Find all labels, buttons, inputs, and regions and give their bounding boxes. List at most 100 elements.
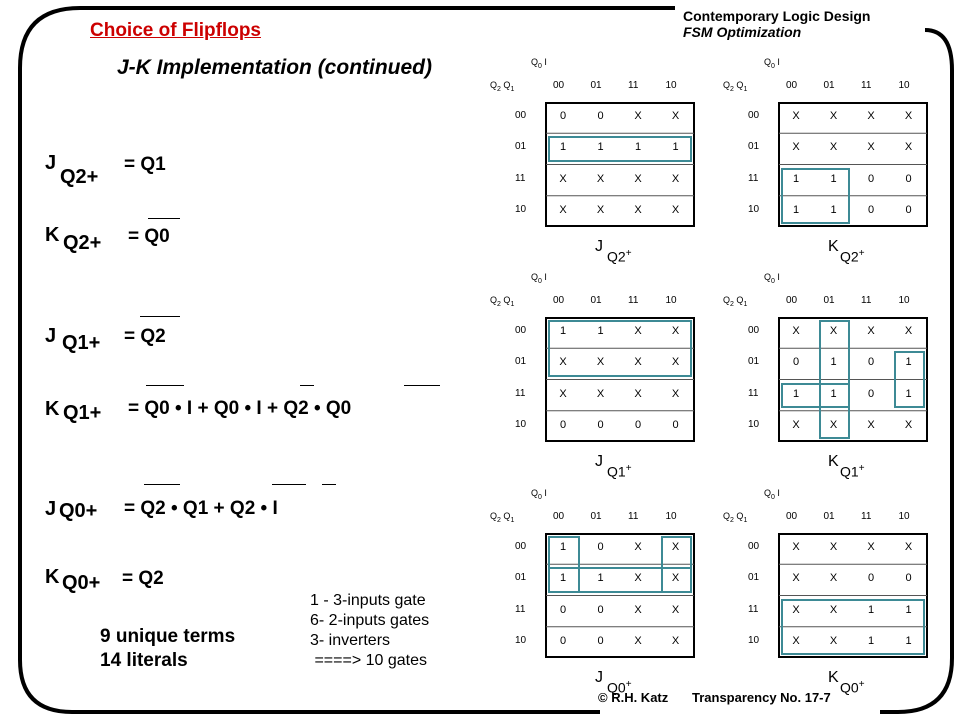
q1-subscript: 1 <box>743 85 748 93</box>
q2-subscript: 2 <box>497 85 501 93</box>
kmap-caption-subscript: Q0+ <box>840 679 865 696</box>
column-header: 10 <box>898 511 910 522</box>
row-header: 00 <box>515 110 527 121</box>
kmap-cell: 0 <box>597 418 604 431</box>
input-label: I <box>774 57 780 67</box>
column-header: 00 <box>553 80 565 91</box>
row-header: 01 <box>515 572 527 584</box>
q0-label: Q0 I <box>764 57 780 70</box>
kmap-cell: 0 <box>792 356 800 369</box>
q1-label: Q <box>500 295 511 305</box>
kmap-cell: 0 <box>559 634 567 647</box>
kmap-cell: X <box>792 418 800 431</box>
kmap-cell: 1 <box>559 541 567 553</box>
kmap-cell: 0 <box>597 541 604 553</box>
q0-subscript: 0 <box>538 493 542 501</box>
equation-subscript: Q0+ <box>62 572 101 594</box>
kmap-group-loop <box>781 167 850 224</box>
input-label: I <box>774 272 780 282</box>
column-header: 01 <box>590 511 602 522</box>
kmap-grid <box>545 317 695 442</box>
input-label: I <box>541 272 547 282</box>
kmap-cell: 0 <box>867 387 875 400</box>
row-header: 10 <box>515 203 527 215</box>
kmap-caption-subscript: Q2+ <box>840 248 865 265</box>
kmap-cell: X <box>634 325 642 337</box>
kmap-cell: X <box>596 172 605 185</box>
kmap-cell: X <box>792 634 800 647</box>
equation-rhs: = Q2 <box>122 568 164 589</box>
kmap-group-loop <box>818 320 850 439</box>
kmap-cell: X <box>792 572 800 585</box>
kmap-cell: X <box>671 203 680 216</box>
q1-subscript: 1 <box>510 85 515 93</box>
column-header: 00 <box>786 511 798 522</box>
kmap-caption-letter: K <box>828 238 839 255</box>
q0-label: Q0 I <box>764 488 780 501</box>
kmap-cell: X <box>792 141 800 154</box>
column-header: 11 <box>628 80 639 91</box>
q1-label: Q <box>500 511 511 521</box>
row-header: 01 <box>515 356 527 368</box>
kmap-cell: 1 <box>830 356 837 369</box>
row-header: 11 <box>515 387 526 399</box>
row-header: 00 <box>515 541 527 552</box>
kmap-cell: X <box>829 141 838 154</box>
kmap-cell: 1 <box>792 203 800 216</box>
kmap-caption-subscript: Q0+ <box>607 679 632 696</box>
kmap-cell: X <box>671 110 680 122</box>
kmap-cell: X <box>829 541 838 553</box>
kmap-caption-letter: J <box>595 453 603 470</box>
column-header: 01 <box>823 511 835 522</box>
q0-label: Q0 I <box>531 57 547 70</box>
q1-label: Q <box>733 511 744 521</box>
kmap-cell: 1 <box>559 325 567 337</box>
column-header: 01 <box>823 80 835 91</box>
section-title-link[interactable]: Choice of Flipflops <box>90 20 261 41</box>
kmap-cell: 1 <box>597 325 604 337</box>
equation-rhs: = Q0 • I + Q0 • I + Q2 • Q0 <box>128 398 352 419</box>
q0-subscript: 0 <box>538 62 542 70</box>
row-header: 11 <box>748 172 759 184</box>
column-header: 00 <box>553 511 565 522</box>
kmap-caption-superscript: + <box>625 679 632 690</box>
column-header: 10 <box>898 295 910 306</box>
kmap-cell: X <box>829 110 838 122</box>
slide-subtitle: J-K Implementation (continued) <box>117 56 432 79</box>
kmap-cell: X <box>867 110 875 122</box>
kmap-cell: X <box>904 141 913 154</box>
equation-subscript: Q0+ <box>59 500 98 522</box>
kmap-grid <box>545 533 695 658</box>
q1-subscript: 1 <box>510 516 515 524</box>
kmap-cell: 0 <box>672 418 679 431</box>
kmap-cell: X <box>829 325 838 337</box>
q0-subscript: 0 <box>771 493 775 501</box>
q1-label: Q <box>500 80 511 90</box>
column-header: 01 <box>590 80 602 91</box>
kmap-caption-superscript: + <box>858 679 865 690</box>
kmap-grid <box>778 102 928 227</box>
q0-label: Q0 I <box>531 272 547 285</box>
equation-letter: J <box>45 498 57 520</box>
equation-rhs: = Q2 <box>124 326 166 347</box>
kmap-cell: X <box>634 572 642 585</box>
column-header: 00 <box>786 295 798 306</box>
kmap-cell: X <box>829 634 838 647</box>
kmap-cell: X <box>671 325 680 337</box>
kmap-cell: X <box>792 603 800 616</box>
kmap-cell: 1 <box>634 141 642 154</box>
footer-copyright: © R.H. Katz <box>598 690 669 705</box>
kmap-cell: X <box>596 387 605 400</box>
complement-bar <box>146 385 184 386</box>
column-header: 11 <box>861 295 872 306</box>
kmap-cell: 0 <box>559 418 567 431</box>
row-header: 01 <box>515 141 527 153</box>
kmap-group-loop <box>548 136 692 162</box>
equation-subscript: Q1+ <box>63 402 102 424</box>
equation-rhs: = Q1 <box>124 154 166 175</box>
kmap-group-loop <box>548 320 692 377</box>
